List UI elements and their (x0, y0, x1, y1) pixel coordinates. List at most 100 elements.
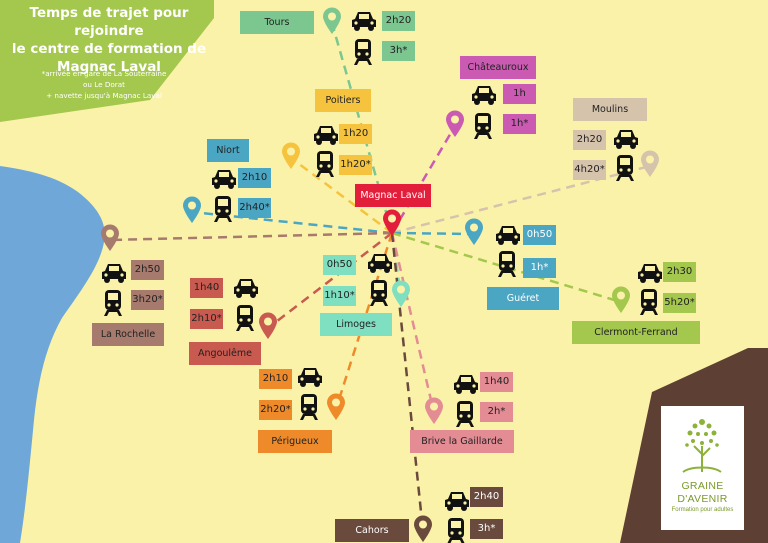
car-time-chateauroux: 1h (503, 84, 536, 104)
train-time-poitiers: 1h20* (339, 155, 372, 175)
car-time-cahors: 2h40 (470, 487, 503, 507)
car-icon (232, 277, 260, 304)
train-icon (496, 250, 518, 283)
location-pin-icon (611, 286, 631, 319)
route-line-poitiers (290, 156, 393, 235)
location-pin-icon (424, 397, 444, 430)
train-icon (454, 400, 476, 433)
train-time-larochelle: 3h20* (131, 290, 164, 310)
note-line: ou Le Dorat (83, 80, 125, 89)
train-icon (614, 154, 636, 187)
train-icon (102, 289, 124, 322)
car-time-perigueux: 2h10 (259, 369, 292, 389)
location-pin-icon (182, 196, 202, 229)
car-time-larochelle: 2h50 (131, 260, 164, 280)
car-icon (296, 366, 324, 393)
location-pin-icon (413, 515, 433, 543)
title-line: le centre de formation de (11, 41, 207, 57)
train-time-moulins: 4h20* (573, 160, 606, 180)
location-pin-icon (640, 150, 660, 183)
city-label-chateauroux: Châteauroux (460, 56, 536, 79)
car-time-limoges: 0h50 (323, 255, 356, 275)
train-time-chateauroux: 1h* (503, 114, 536, 134)
city-label-perigueux: Périgueux (258, 430, 332, 453)
car-icon (350, 10, 378, 37)
train-time-tours: 3h* (382, 41, 415, 61)
train-time-clermont: 5h20* (663, 293, 696, 313)
center-pin-icon (382, 209, 402, 242)
train-icon (314, 150, 336, 183)
route-line-chateauroux (390, 125, 457, 234)
city-label-niort: Niort (207, 139, 249, 162)
car-time-poitiers: 1h20 (339, 124, 372, 144)
location-pin-icon (326, 393, 346, 426)
train-icon (234, 304, 256, 337)
map-title: Temps de trajet pour rejoindre le centre… (4, 4, 214, 76)
note-line: *arrivée en gare de La Souterraine (41, 69, 167, 78)
logo: GRAINE D'AVENIR Formation pour adultes (661, 406, 744, 530)
city-label-limoges: Limoges (320, 313, 392, 336)
title-line: Magnac Laval (57, 59, 161, 75)
title-banner (0, 0, 214, 122)
city-label-larochelle: La Rochelle (92, 323, 164, 346)
location-pin-icon (258, 312, 278, 345)
car-icon (494, 224, 522, 251)
train-time-gueret: 1h* (523, 258, 556, 278)
train-icon (212, 195, 234, 228)
car-time-tours: 2h20 (382, 11, 415, 31)
car-time-clermont: 2h30 (663, 262, 696, 282)
train-time-perigueux: 2h20* (259, 400, 292, 420)
center-label: Magnac Laval (355, 184, 431, 207)
train-icon (472, 112, 494, 145)
note-line: + navette jusqu'à Magnac Laval (46, 91, 162, 100)
car-time-brive: 1h40 (480, 372, 513, 392)
city-label-tours: Tours (240, 11, 314, 34)
train-icon (298, 393, 320, 426)
train-icon (445, 517, 467, 543)
route-line-cahors (390, 232, 425, 532)
location-pin-icon (281, 142, 301, 175)
city-label-gueret: Guéret (487, 287, 559, 310)
logo-line: GRAINE (681, 480, 724, 492)
train-time-limoges: 1h10* (323, 286, 356, 306)
route-line-clermont (391, 231, 622, 304)
train-time-brive: 2h* (480, 402, 513, 422)
logo-line: D'AVENIR (677, 493, 728, 505)
car-icon (470, 84, 498, 111)
car-icon (612, 128, 640, 155)
logo-line: Formation pour adultes (671, 507, 734, 513)
city-label-angouleme: Angoulême (189, 342, 261, 365)
title-line: Temps de trajet pour rejoindre (29, 5, 189, 39)
location-pin-icon (391, 280, 411, 313)
city-label-brive: Brive la Gaillarde (410, 430, 514, 453)
car-icon (443, 490, 471, 517)
train-icon (352, 38, 374, 71)
car-time-gueret: 0h50 (523, 225, 556, 245)
location-pin-icon (445, 110, 465, 143)
tree-logo-icon (682, 419, 722, 473)
car-time-moulins: 2h20 (573, 130, 606, 150)
car-icon (210, 168, 238, 195)
city-label-poitiers: Poitiers (315, 89, 371, 112)
location-pin-icon (464, 218, 484, 251)
route-line-larochelle (109, 231, 393, 242)
car-time-angouleme: 1h40 (190, 278, 223, 298)
city-label-moulins: Moulins (573, 98, 647, 121)
train-time-angouleme: 2h10* (190, 309, 223, 329)
train-icon (638, 288, 660, 321)
city-label-cahors: Cahors (335, 519, 409, 542)
route-line-angouleme (267, 232, 393, 329)
route-line-brive (390, 232, 436, 414)
city-label-clermont: Clermont-Ferrand (572, 321, 700, 344)
train-time-cahors: 3h* (470, 519, 503, 539)
location-pin-icon (100, 224, 120, 257)
train-icon (368, 279, 390, 312)
train-time-niort: 2h40* (238, 198, 271, 218)
location-pin-icon (322, 7, 342, 40)
car-icon (366, 252, 394, 279)
sea-shape (0, 166, 105, 543)
car-time-niort: 2h10 (238, 168, 271, 188)
car-icon (100, 262, 128, 289)
map-note: *arrivée en gare de La Souterraine ou Le… (14, 68, 194, 101)
